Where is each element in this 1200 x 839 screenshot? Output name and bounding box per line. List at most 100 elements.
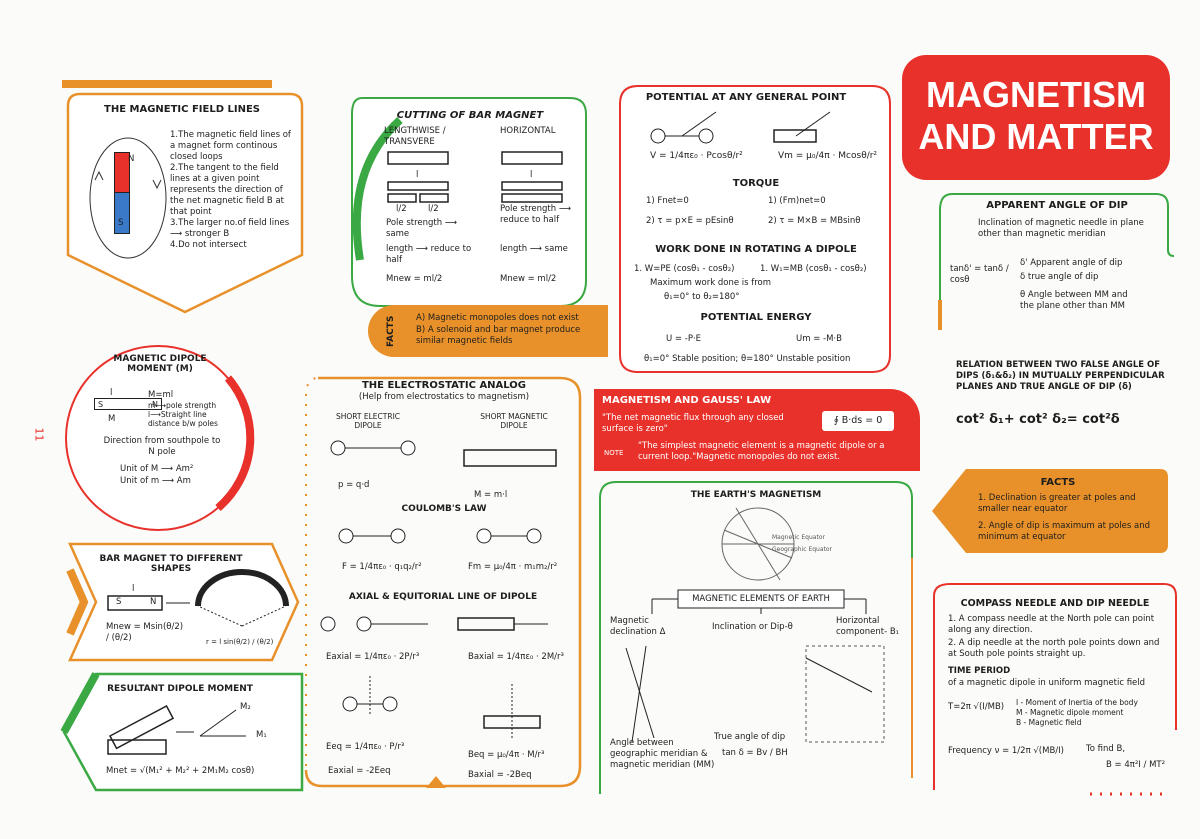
cutting-heading: CUTTING OF BAR MAGNET [396,110,544,121]
axial-heading: AXIAL & EQUITORIAL LINE OF DIPOLE [348,592,538,602]
potential-heading: POTENTIAL AT ANY GENERAL POINT [645,92,847,103]
magnet-n-label: N [128,154,135,164]
elements-heading: MAGNETIC ELEMENTS OF EARTH [692,594,830,604]
p-equation: p = q·d [338,480,370,490]
field-lines-point-1: 1.The magnetic field lines of a magnet f… [170,130,291,162]
facts2-heading: FACTS [1040,477,1076,488]
field-lines-point-3: 3.The larger no.of field lines ⟶ stronge… [170,218,290,239]
find-b-label: To find B, [1086,744,1126,754]
tp-legend-1: I - Moment of Inertia of the body [1016,698,1138,707]
time-period-formula: T=2π √(I/MB) [948,702,1005,712]
page-number: 11 [32,427,46,442]
dipole-line-2: m⟶pole strength [148,401,217,410]
resultant-m2: M₂ [240,702,251,712]
max-work-range: θ₁=0° to θ₂=180° [664,292,740,302]
cutting-lw-length: length ⟶ reduce to half [386,244,472,265]
earth-declination: Magnetic declination Δ [610,616,666,637]
cutting-lengthwise-label: LENGTHWISE / TRANSVERE [384,126,446,147]
electrostatic-frame [304,376,582,788]
electrostatic-heading: THE ELECTROSTATIC ANALOG [361,380,527,391]
compass-heading: COMPASS NEEDLE AND DIP NEEDLE [960,598,1150,609]
facts-box: FACTS A) Magnetic monopoles does not exi… [368,305,608,357]
resultant-frame [60,672,304,792]
work-heading: WORK DONE IN ROTATING A DIPOLE [655,244,857,255]
short-magnetic-label: SHORT MAGNETIC DIPOLE [480,412,548,430]
false-dip-panel: RELATION BETWEEN TWO FALSE ANGLE OF DIPS… [948,356,1174,440]
bar-shapes-formula: Mnew = Msin(θ/2) / (θ/2) [106,622,184,643]
potential-frame [619,85,891,373]
dipole-line-3: l⟶Straight line distance b/w poles [148,410,218,428]
potential-v-m: Vm = μ₀/4π · Mcosθ/r² [778,151,878,161]
earth-frame [599,481,913,794]
title-line1: MAGNETISM [926,74,1146,115]
work-e: 1. W=PE (cosθ₁ - cosθ₂) [634,264,735,274]
cutting-horizontal-label: HORIZONTAL [500,126,556,136]
facts2-arrow [932,469,1168,553]
dip-panel: APPARENT ANGLE OF DIP Inclination of mag… [932,190,1180,336]
dipole-unit-M: Unit of M ⟶ Am² [120,464,194,474]
gauss-heading: MAGNETISM AND GAUSS' LAW [602,395,772,406]
bar-shapes-l-label: l [132,584,135,594]
dip-description: Inclination of magnetic needle in plane … [978,218,1144,239]
resultant-panel: M₁ M₂ RESULTANT DIPOLE MOMENT Mnet = √(M… [60,670,306,794]
work-m: 1. W₁=MB (cosθ₁ - cosθ₂) [760,264,867,274]
e-relation: Eaxial = -2Eeq [328,766,391,776]
cutting-lw-pole: Pole strength ⟶ same [386,218,458,239]
false-dip-formula: cot² δ₁+ cot² δ₂= cot²δ [956,412,1120,427]
dipole-unit-m: Unit of m ⟶ Am [120,476,191,486]
facts-b: B) A solenoid and bar magnet produce sim… [416,325,581,346]
earth-horizontal: Horizontal component- B₁ [836,616,900,637]
dipole-m-label: M [108,414,116,424]
b-eq: Beq = μ₀/4π · M/r³ [468,750,545,760]
electrostatic-panel: THE ELECTROSTATIC ANALOG (Help from elec… [298,366,590,796]
dip-legend-1: δ' Apparent angle of dip [1020,258,1123,268]
field-lines-frame [66,92,304,314]
frequency-formula: Frequency ν = 1/2π √(MB/I) [948,746,1064,756]
tp-legend-3: B - Magnetic field [1016,718,1082,727]
dip-legend-3: θ Angle between MM and the plane other t… [1020,290,1128,311]
time-period-heading: TIME PERIOD [948,666,1011,676]
b-axial: Baxial = 1/4πε₀ · 2M/r³ [468,652,564,662]
title-line2: AND MATTER [918,116,1154,157]
bar-shapes-r-formula: r = l sin(θ/2) / (θ/2) [206,638,274,646]
dipole-direction: Direction from southpole to N pole [103,436,221,457]
gauss-note: "The simplest magnetic element is a magn… [638,441,885,462]
geographic-equator-label: Geographic Equator [772,546,833,553]
gauss-formula: ∮ B·ds = 0 [822,411,894,431]
pe-stable: θ₁=0° Stable position; θ=180° Unstable p… [644,354,851,364]
field-lines-panel: N S THE MAGNETIC FIELD LINES 1.The magne… [62,80,308,315]
cutting-half-label-2: l/2 [428,204,439,214]
resultant-formula: Mnet = √(M₁² + M₂² + 2M₁M₂ cosθ) [106,766,255,776]
cutting-hz-length: length ⟶ same [500,244,568,254]
compass-panel: COMPASS NEEDLE AND DIP NEEDLE 1. A compa… [930,580,1180,798]
torque-2m: 2) τ = M×B = MBsinθ [768,216,861,226]
dip-heading: APPARENT ANGLE OF DIP [986,200,1128,211]
tp-legend-2: M - Magnetic dipole moment [1016,708,1124,717]
coulomb-m: Fm = μ₀/4π · m₁m₂/r² [468,562,558,572]
torque-1m: 1) (Fm)net=0 [768,196,826,206]
gauss-panel: MAGNETISM AND GAUSS' LAW "The net magnet… [594,389,920,471]
dipole-moment-heading: MAGNETIC DIPOLE MOMENT (M) [113,354,207,374]
gauss-statement: "The net magnetic flux through any close… [602,413,784,434]
earth-panel: THE EARTH'S MAGNETISM Magnetic Equator G… [596,478,920,798]
short-electric-label: SHORT ELECTRIC DIPOLE [335,412,401,430]
facts2-point-1: 1. Declination is greater at poles and s… [978,493,1136,514]
cutting-panel: CUTTING OF BAR MAGNET LENGTHWISE / TRANS… [340,90,596,312]
magnetic-equator-label: Magnetic Equator [772,534,825,541]
find-b-formula: B = 4π²I / MT² [1106,760,1165,770]
magnet-s-label: S [118,218,124,228]
pe-m: Um = -M·B [796,334,842,344]
field-lines-point-2: 2.The tangent to the field lines at a gi… [170,163,284,217]
dip-frame [938,193,1175,330]
facts-a: A) Magnetic monopoles does not exist [416,313,579,323]
electrostatic-subheading: (Help from electrostatics to magnetism) [358,392,530,402]
bar-shapes-frame [66,542,300,662]
torque-heading: TORQUE [732,178,780,189]
title-block: MAGNETISM AND MATTER [902,55,1170,180]
earth-true-dip: True angle of dip [714,732,786,742]
max-work: Maximum work done is from [650,278,772,288]
pe-e: U = -P·E [666,334,702,344]
cutting-l-label-1: l [416,170,419,180]
field-lines-point-4: 4.Do not intersect [170,240,247,250]
gauss-note-label: NOTE [604,449,624,457]
